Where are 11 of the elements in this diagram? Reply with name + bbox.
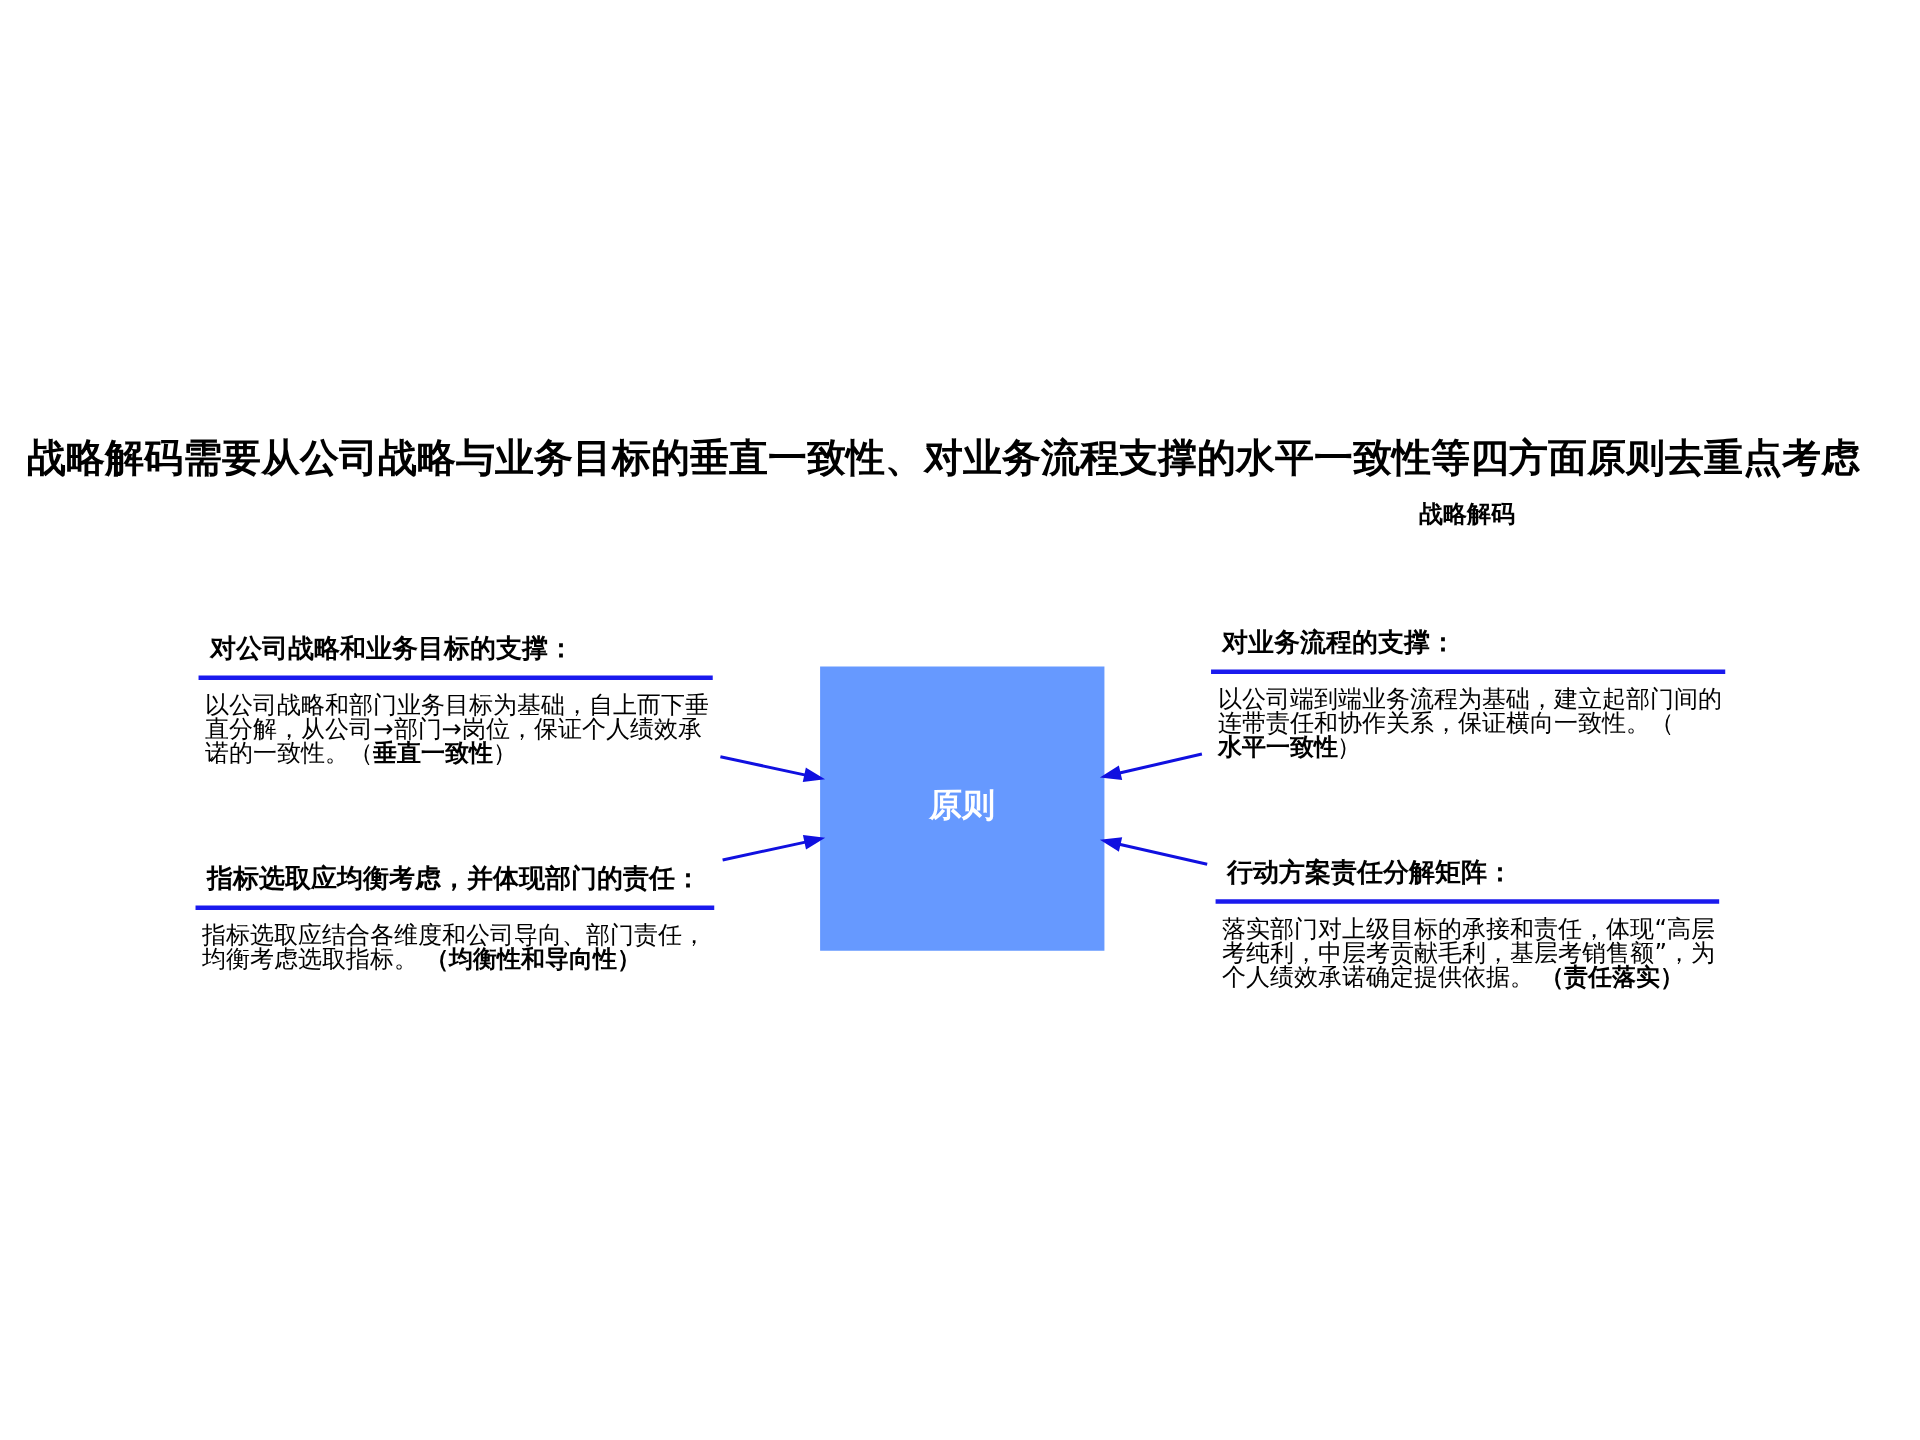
node-text: 指标选取应均衡考虑，并体现部门的责任： 指标选取应结合各维度和公司导向、部门责任，均衡考虑选取指标。 （均衡性和导向性） — [202, 862, 707, 973]
arrow — [722, 834, 826, 861]
node-box: 原则 — [820, 665, 1105, 951]
label: 战略解码 — [1418, 499, 1515, 528]
node-text: 对业务流程的支撑： 以公司端到端业务流程为基础，建立起部门间的连带责任和协作关系，保证横向一致性。（水平一致性） — [1217, 626, 1722, 761]
arrow — [1099, 836, 1208, 866]
diagram-title: 战略解码需要从公司战略与业务目标的垂直一致性、对业务流程支撑的水平一致性等四方面原则去重点考虑 — [26, 434, 1860, 480]
node-text: 对公司战略和业务目标的支撑： 以公司战略和部门业务目标为基础，自上而下垂直分解，从公司→部门→岗位，保证个人绩效承诺的一致性。（垂直一致性） — [205, 632, 710, 767]
arrow — [1099, 752, 1203, 780]
node-text: 行动方案责任分解矩阵： 落实部门对上级目标的承接和责任，体现“高层考纯利，中层考贡献毛利，基层考销售额”，为个人绩效承诺确定提供依据。 （责任落实） — [1222, 856, 1715, 991]
arrow — [720, 754, 826, 782]
